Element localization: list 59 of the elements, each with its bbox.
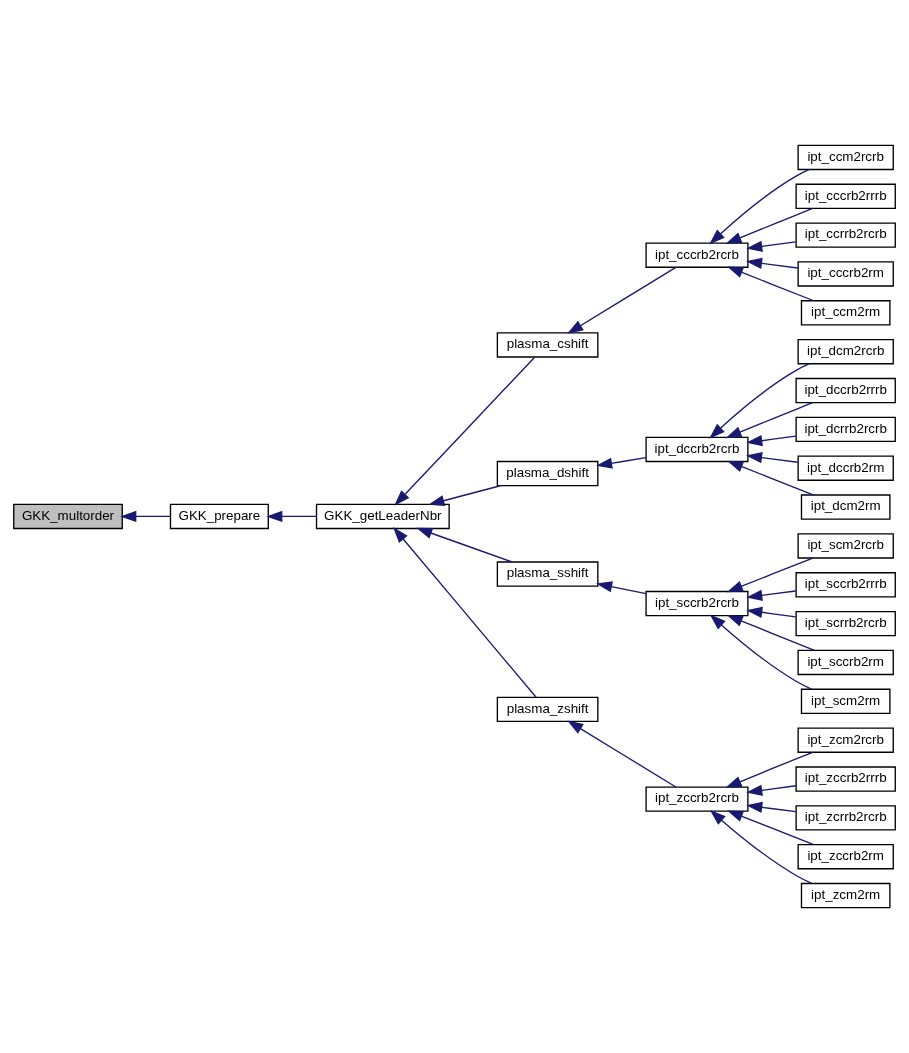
arrow bbox=[120, 510, 171, 523]
arrow bbox=[266, 510, 317, 523]
node-box: plasma_dshift bbox=[496, 460, 599, 487]
node-box: ipt_cccrb2rcrb bbox=[645, 242, 749, 268]
node-box: plasma_zshift bbox=[496, 696, 599, 723]
arrow bbox=[725, 402, 814, 439]
arrow bbox=[746, 257, 799, 269]
node-box: ipt_zcm2rcrb bbox=[797, 727, 894, 753]
arrow bbox=[428, 485, 501, 507]
arrow bbox=[596, 456, 647, 469]
node-box: ipt_dccrb2rcrb bbox=[645, 436, 749, 463]
node-box: ipt_dcm2rm bbox=[800, 494, 891, 520]
node-box: GKK_multorder bbox=[13, 503, 123, 530]
node-box: ipt_scrrb2rcrb bbox=[795, 610, 896, 637]
arrow bbox=[746, 606, 797, 618]
arrow bbox=[727, 460, 815, 496]
arrow bbox=[746, 452, 799, 464]
node-box: ipt_cccrb2rrrb bbox=[795, 183, 896, 209]
node-box: ipt_zcm2rm bbox=[800, 882, 891, 909]
node-box: ipt_dccrb2rrrb bbox=[795, 377, 896, 404]
node-box: ipt_zccrb2rrrb bbox=[795, 766, 896, 792]
node-box: ipt_sccrb2rrrb bbox=[795, 572, 896, 598]
arrow bbox=[709, 168, 811, 245]
arrow bbox=[596, 581, 647, 595]
node-box: ipt_sccrb2rm bbox=[797, 649, 894, 676]
node-box: GKK_prepare bbox=[169, 503, 269, 530]
node-box: ipt_dcrrb2rcrb bbox=[795, 416, 896, 443]
node-box: ipt_sccrb2rcrb bbox=[645, 590, 749, 617]
arrow bbox=[727, 810, 815, 846]
arrow bbox=[416, 527, 513, 563]
arrow bbox=[727, 266, 815, 302]
arrow bbox=[746, 240, 797, 252]
node-box: plasma_sshift bbox=[496, 561, 599, 587]
arrow bbox=[746, 589, 797, 601]
arrow bbox=[709, 809, 813, 884]
node-box: ipt_dccrb2rm bbox=[797, 455, 894, 481]
node-box: plasma_cshift bbox=[496, 332, 599, 358]
node-box: ipt_ccm2rm bbox=[800, 300, 891, 326]
arrow bbox=[725, 751, 814, 788]
node-box: GKK_getLeaderNbr bbox=[315, 503, 450, 530]
node-box: ipt_zccrb2rm bbox=[797, 844, 894, 870]
node-box: ipt_ccm2rcrb bbox=[797, 144, 894, 171]
arrow bbox=[746, 801, 797, 813]
node-box: ipt_dcm2rcrb bbox=[797, 338, 894, 365]
node-box: ipt_cccrb2rm bbox=[797, 261, 894, 287]
node-box: ipt_scm2rcrb bbox=[797, 533, 894, 559]
arrow bbox=[709, 363, 811, 439]
arrow bbox=[726, 557, 814, 593]
arrow bbox=[746, 435, 797, 447]
arrow bbox=[709, 614, 813, 690]
node-box: ipt_zcrrb2rcrb bbox=[795, 805, 896, 831]
arrow bbox=[567, 720, 677, 788]
arrow bbox=[567, 266, 677, 334]
node-box: ipt_scm2rm bbox=[800, 688, 891, 715]
arrow bbox=[394, 356, 536, 506]
arrow bbox=[746, 784, 797, 796]
node-box: ipt_zccrb2rcrb bbox=[645, 786, 749, 812]
node-box: ipt_ccrrb2rcrb bbox=[795, 222, 896, 248]
arrow bbox=[393, 526, 537, 698]
